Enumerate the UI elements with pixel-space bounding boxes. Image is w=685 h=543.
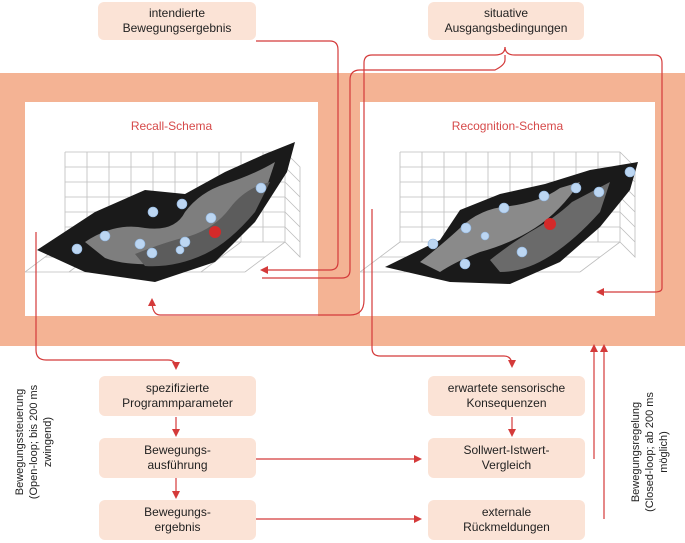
initial-conditions-box: situative Ausgangsbedingungen	[428, 2, 584, 40]
recognition-schema-plot	[360, 151, 638, 284]
recognition-schema-title: Recognition-Schema	[451, 119, 564, 133]
movement-control-label: Bewegungssteuerung (Open-loop; bis 200 m…	[14, 384, 54, 500]
target-actual-comparison-box: Sollwert-Istwert- Vergleich	[428, 438, 585, 478]
external-feedback-box: externale Rückmeldungen	[428, 500, 585, 540]
movement-execution-box: Bewegungs- ausführung	[99, 438, 256, 478]
recall-schema-panel: Recall-Schema	[25, 102, 318, 316]
movement-result-box: Bewegungs- ergebnis	[99, 500, 256, 540]
recognition-schema-panel: Recognition-Schema	[360, 102, 655, 316]
program-parameters-box: spezifizierte Programmparameter	[99, 376, 256, 416]
recall-schema-title: Recall-Schema	[130, 119, 213, 133]
recall-schema-plot	[25, 142, 301, 282]
expected-consequences-box: erwartete sensorische Konsequenzen	[428, 376, 585, 416]
intended-result-box: intendierte Bewegungsergebnis	[98, 2, 256, 40]
movement-regulation-label: Bewegungsregelung (Closed-loop; ab 200 m…	[630, 392, 670, 512]
